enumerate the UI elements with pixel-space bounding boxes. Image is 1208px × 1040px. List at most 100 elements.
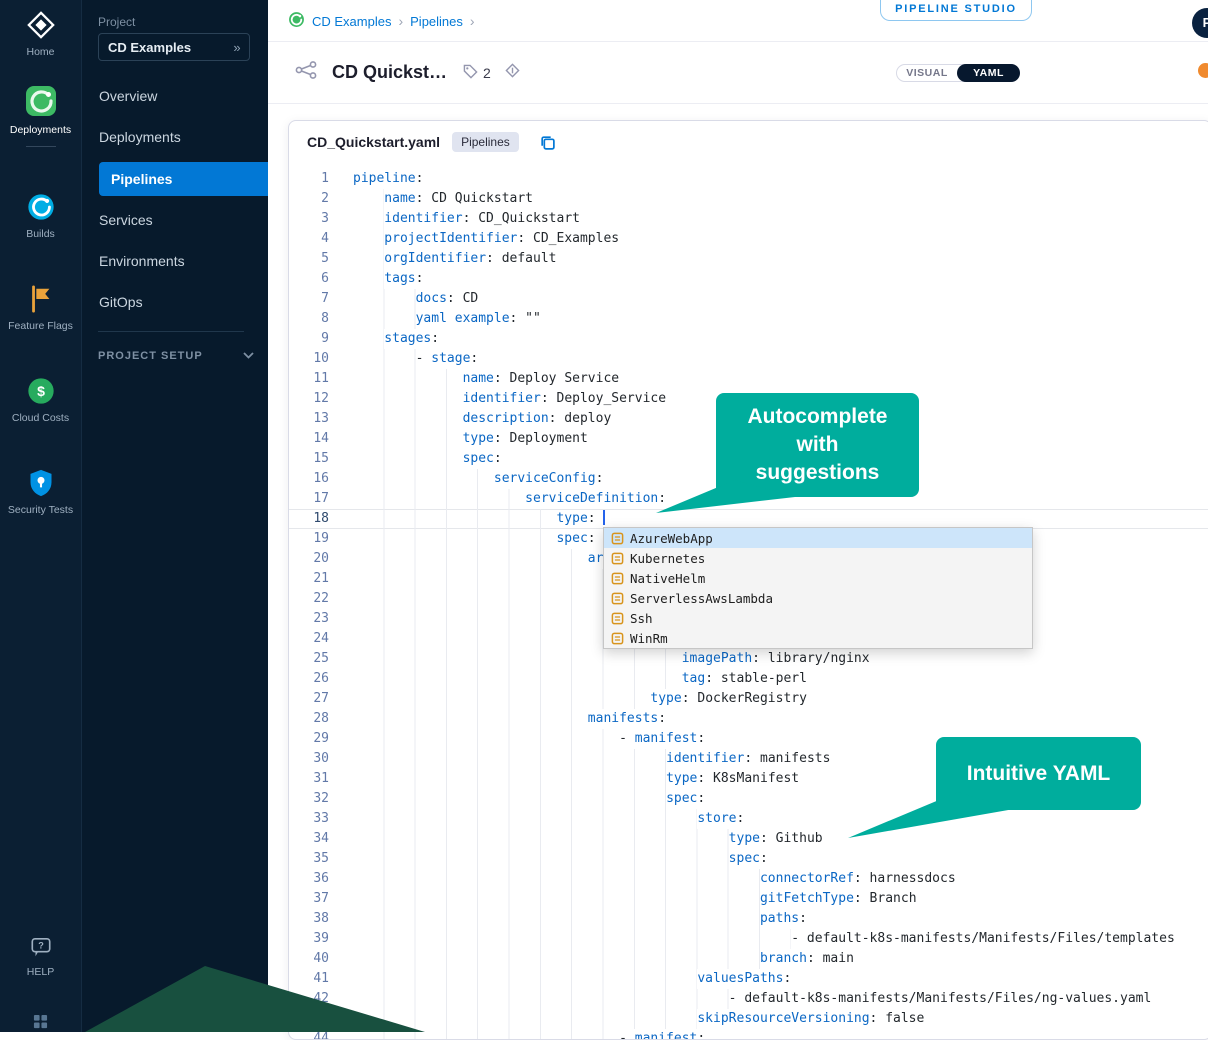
nav-security-tests[interactable]: Security Tests: [0, 468, 81, 516]
suggestion-item[interactable]: ServerlessAwsLambda: [604, 588, 1032, 608]
active-module-underline: [25, 146, 56, 147]
line-number: 38: [313, 911, 329, 926]
code-text: imagePath: library/nginx: [353, 649, 870, 669]
pipeline-tags[interactable]: 2: [463, 64, 491, 82]
nav-deployments-label: Deployments: [9, 124, 72, 136]
pipeline-name: CD Quickst…: [332, 62, 448, 82]
line-number: 37: [313, 891, 329, 906]
nav-apps[interactable]: [0, 1014, 81, 1029]
suggestion-item[interactable]: WinRm: [604, 628, 1032, 648]
line-number: 17: [313, 491, 329, 506]
line-number: 23: [313, 611, 329, 626]
code-line[interactable]: 44- manifest:: [289, 1029, 1208, 1040]
code-line[interactable]: 10- stage:: [289, 349, 1208, 369]
chevron-down-icon: [243, 350, 254, 362]
code-line[interactable]: 39- default-k8s-manifests/Manifests/File…: [289, 929, 1208, 949]
breadcrumb-project-link[interactable]: CD Examples: [312, 13, 392, 29]
line-number: 11: [313, 371, 329, 386]
line-number: 7: [321, 291, 329, 306]
suggestion-field-icon: [611, 572, 624, 585]
code-line[interactable]: 29- manifest:: [289, 729, 1208, 749]
sidebar-item-services[interactable]: Services: [99, 212, 153, 228]
sidebar-item-pipelines[interactable]: Pipelines: [99, 162, 268, 196]
line-number: 2: [321, 191, 329, 206]
sidebar-item-overview[interactable]: Overview: [99, 88, 158, 104]
entity-badge: Pipelines: [452, 132, 519, 152]
suggestion-item[interactable]: Kubernetes: [604, 548, 1032, 568]
code-line[interactable]: 42- default-k8s-manifests/Manifests/File…: [289, 989, 1208, 1009]
line-number: 13: [313, 411, 329, 426]
code-text: branch: main: [353, 949, 854, 969]
pipeline-graph-icon: [294, 60, 320, 85]
line-number: 43: [313, 1011, 329, 1026]
code-text: type:: [353, 509, 606, 529]
nav-home[interactable]: Home: [0, 10, 81, 58]
suggestion-item[interactable]: AzureWebApp: [604, 528, 1032, 548]
project-setup-toggle[interactable]: PROJECT SETUP: [98, 350, 254, 362]
suggestion-item[interactable]: Ssh: [604, 608, 1032, 628]
line-number: 21: [313, 571, 329, 586]
code-text: identifier: Deploy_Service: [353, 389, 666, 409]
code-text: - manifest:: [353, 729, 705, 749]
avatar[interactable]: P: [1192, 8, 1208, 38]
code-line[interactable]: 18 type:: [289, 509, 1208, 529]
nav-cloud-costs[interactable]: $ Cloud Costs: [0, 376, 81, 424]
copy-icon[interactable]: [539, 134, 556, 151]
code-text: pipeline:: [353, 171, 424, 186]
code-text: orgIdentifier: default: [353, 249, 557, 269]
nav-help[interactable]: ? HELP: [0, 936, 81, 978]
project-selector[interactable]: CD Examples »: [98, 33, 250, 61]
suggestion-item[interactable]: NativeHelm: [604, 568, 1032, 588]
sidebar-item-gitops[interactable]: GitOps: [99, 294, 143, 310]
nav-cloud-costs-label: Cloud Costs: [11, 412, 70, 424]
visual-yaml-toggle[interactable]: VISUAL YAML: [896, 63, 1020, 82]
sidebar-item-environments[interactable]: Environments: [99, 253, 185, 269]
line-number: 44: [313, 1031, 329, 1040]
line-number: 18: [313, 511, 329, 526]
toggle-visual[interactable]: VISUAL: [906, 66, 948, 79]
nav-builds[interactable]: Builds: [0, 192, 81, 240]
toggle-yaml[interactable]: YAML: [957, 63, 1020, 82]
nav-deployments[interactable]: Deployments: [0, 84, 81, 147]
nav-feature-flags[interactable]: Feature Flags: [0, 284, 81, 332]
help-chat-icon: ?: [24, 936, 58, 960]
svg-text:?: ?: [38, 941, 44, 951]
breadcrumb-pipelines-link[interactable]: Pipelines: [410, 13, 463, 29]
line-number: 10: [313, 351, 329, 366]
sidebar-item-deployments[interactable]: Deployments: [99, 129, 181, 145]
